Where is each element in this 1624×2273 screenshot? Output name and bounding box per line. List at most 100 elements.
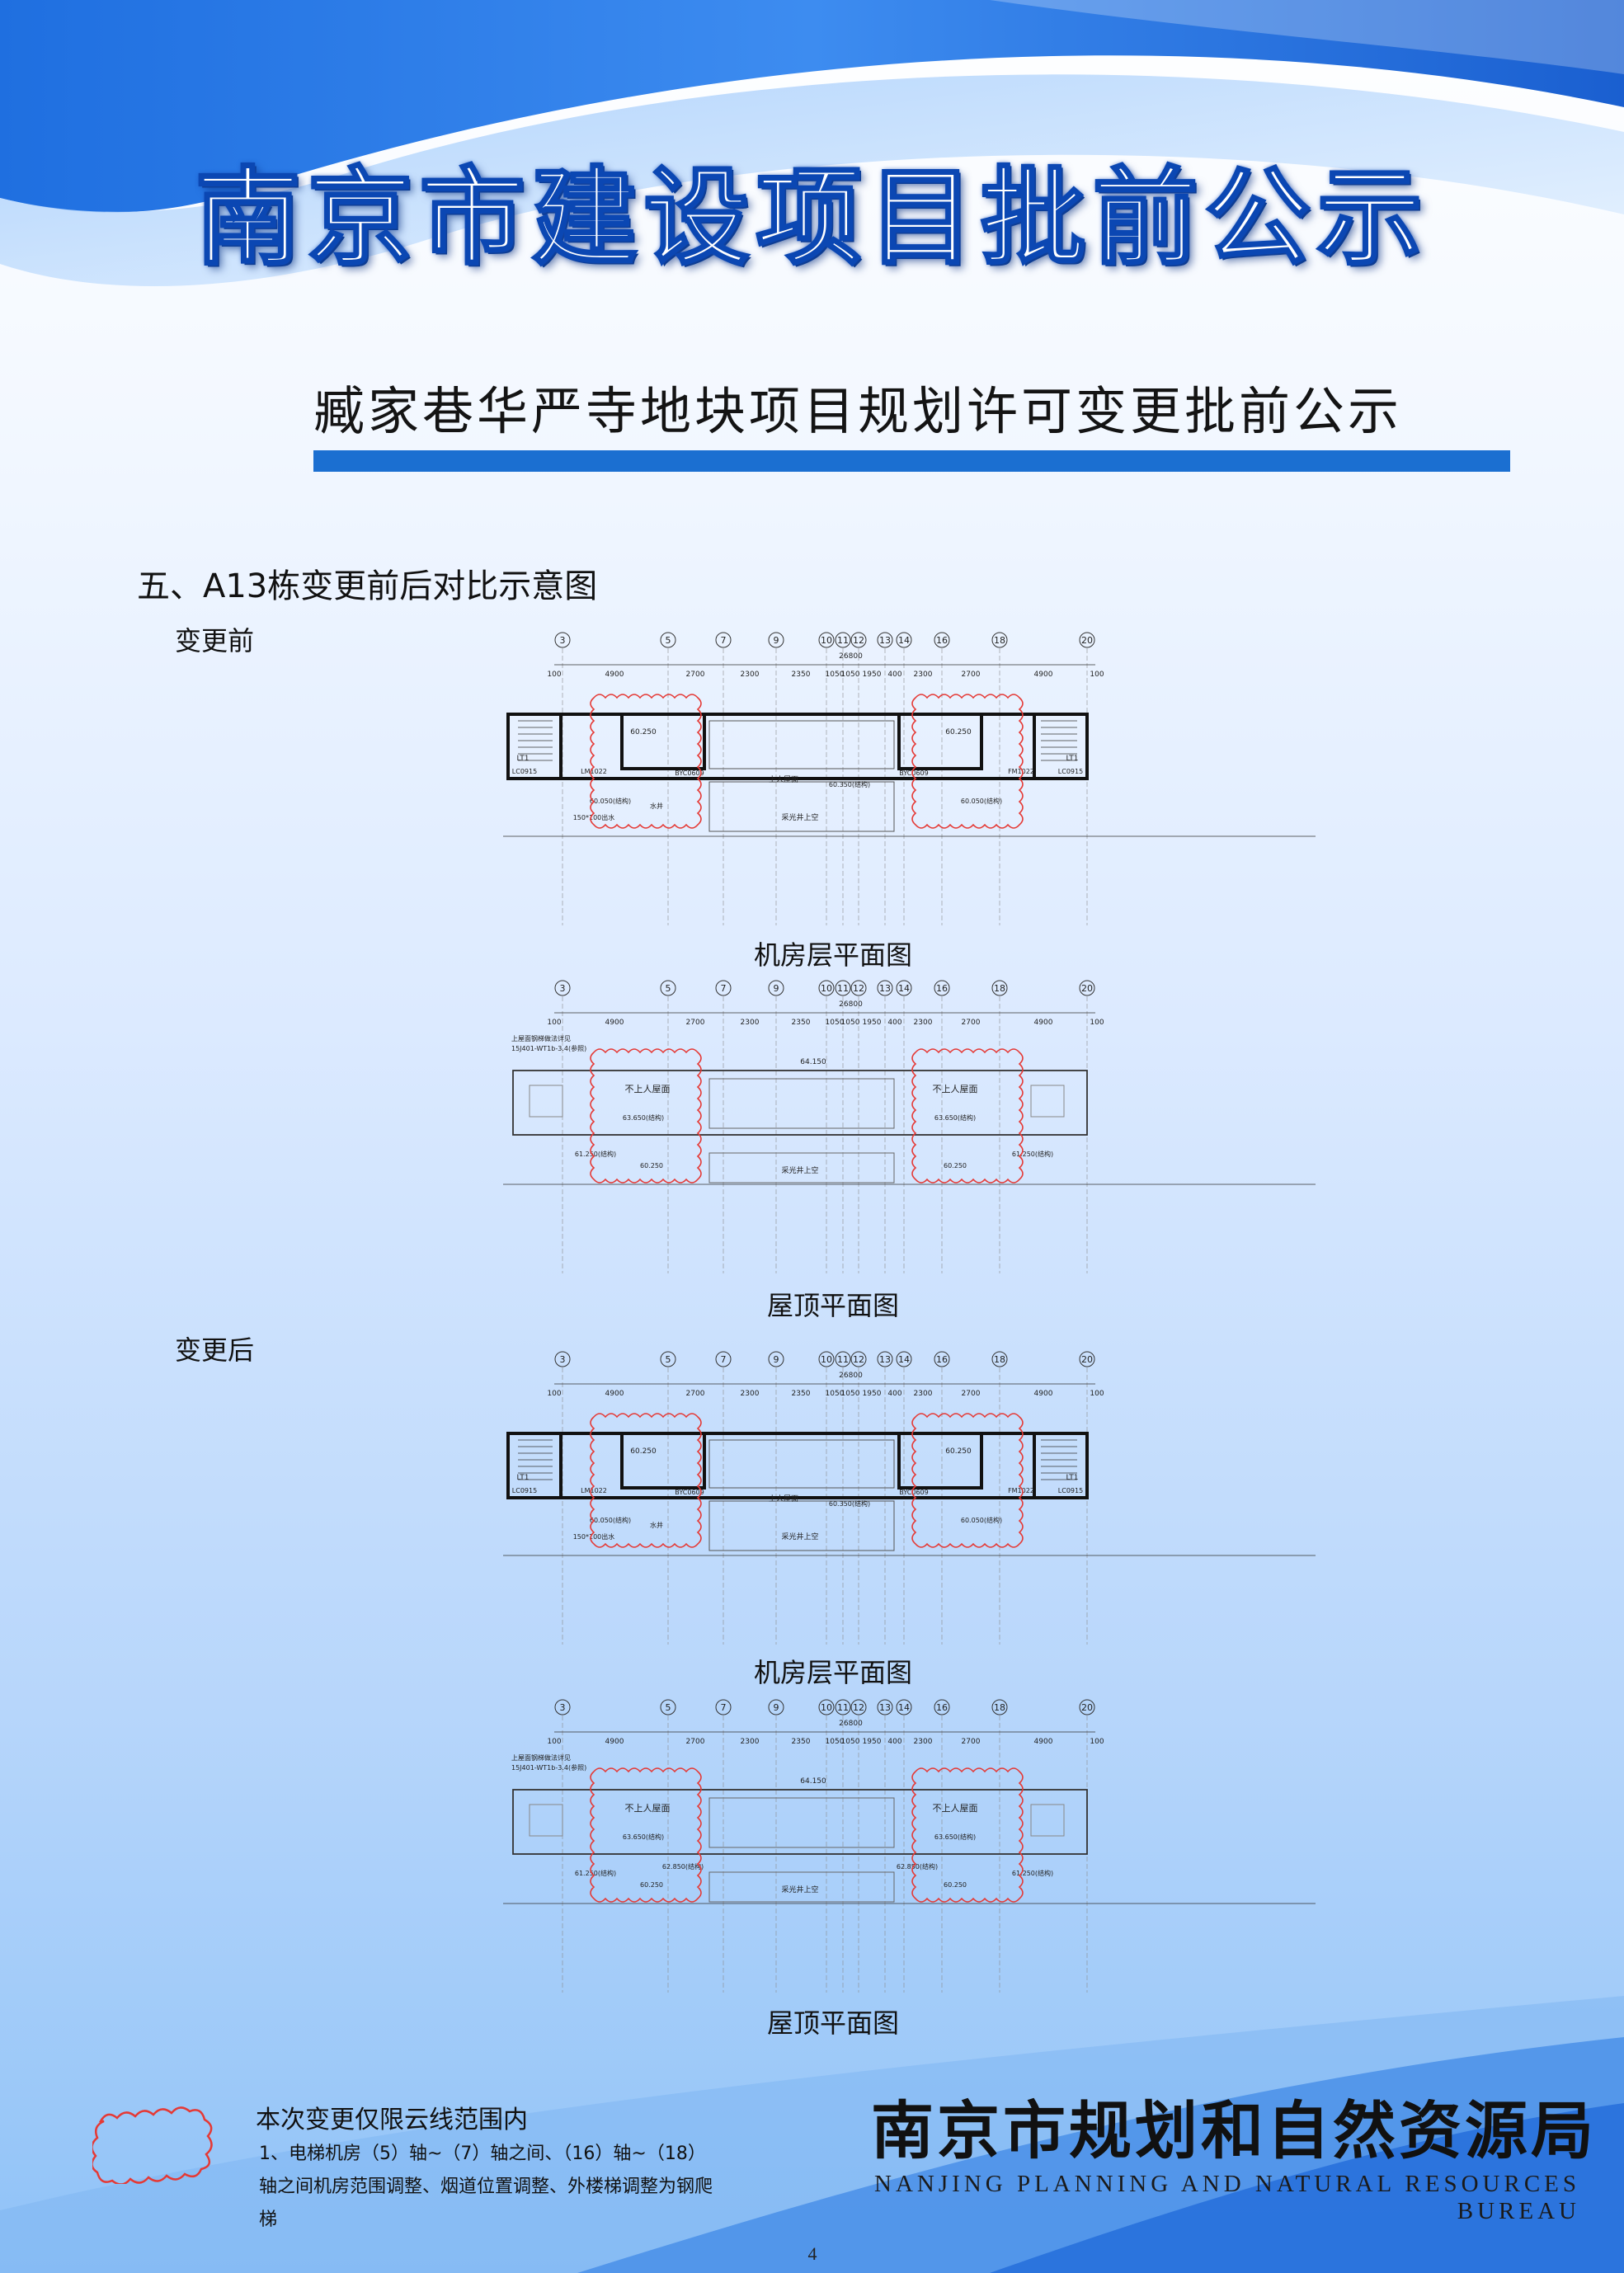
- axis-bubble: [818, 980, 835, 996]
- dimension-label: 2700: [686, 1738, 705, 1746]
- dimension-label: 2700: [686, 1390, 705, 1398]
- skylight-well: [708, 1152, 895, 1184]
- axis-bubble: [660, 1699, 676, 1715]
- revision-cloud: [911, 694, 1024, 829]
- dimension-label: 4900: [1034, 1019, 1053, 1027]
- axis-label: 14: [898, 1702, 910, 1713]
- window-tag: LC0915: [512, 1487, 537, 1494]
- dimension-label: 1050: [841, 1019, 860, 1027]
- axis-bubble: [554, 632, 571, 648]
- axis-label: 9: [774, 1702, 779, 1713]
- axis-bubble: [818, 1699, 835, 1715]
- axis-label: 20: [1081, 1702, 1093, 1713]
- axis-label: 20: [1081, 635, 1093, 646]
- axis-bubble: [934, 1351, 950, 1367]
- bureau-name-english: NANJING PLANNING AND NATURAL RESOURCES B…: [874, 2171, 1580, 2224]
- door-tag: LM1022: [581, 1487, 607, 1494]
- axis-label: 5: [666, 1702, 671, 1713]
- axis-label: 11: [837, 635, 849, 646]
- axis-bubble: [818, 632, 835, 648]
- axis-label: 18: [994, 635, 1005, 646]
- dimension-label: 1950: [863, 671, 882, 679]
- elevation-note: 63.650(结构): [934, 1833, 976, 1841]
- axis-label: 11: [837, 1354, 849, 1365]
- dimension-label: 100: [1090, 1738, 1104, 1746]
- axis-label: 12: [853, 1702, 864, 1713]
- stair-right: [1033, 1432, 1089, 1499]
- dimension-label: 2300: [741, 1390, 760, 1398]
- dimension-label: 4900: [605, 1738, 624, 1746]
- dimension-label: 1050: [826, 1738, 845, 1746]
- axis-label: 3: [560, 1354, 566, 1365]
- page-number: 4: [807, 2243, 817, 2264]
- axis-bubble: [660, 632, 676, 648]
- dimension-label: 100: [547, 1019, 561, 1027]
- footer-background: [0, 1996, 1624, 2273]
- bureau-name-chinese: 南京市规划和自然资源局: [871, 2094, 1597, 2167]
- dimension-label: 1050: [841, 1390, 860, 1398]
- axis-bubble: [850, 1351, 867, 1367]
- axis-bubble: [934, 632, 950, 648]
- elevation-note: 60.250: [945, 728, 972, 736]
- axis-label: 12: [853, 983, 864, 994]
- axis-label: 12: [853, 1354, 864, 1365]
- well-note: 水井: [650, 1521, 663, 1529]
- axis-bubble: [835, 632, 851, 648]
- dimension-label: 2700: [686, 671, 705, 679]
- axis-bubble: [991, 1351, 1008, 1367]
- elevation-note: 63.650(结构): [623, 1113, 664, 1122]
- dimension-label: 100: [547, 1738, 561, 1746]
- dimension-label: 2350: [792, 1390, 811, 1398]
- axis-label: 11: [837, 983, 849, 994]
- elevator-room-left: [620, 713, 706, 770]
- axis-bubble: [896, 632, 912, 648]
- roof-hatch: [529, 1804, 563, 1837]
- total-dimension: 26800: [839, 1720, 863, 1728]
- skylight-note: 采光井上空: [781, 1165, 818, 1175]
- axis-label: 13: [879, 635, 891, 646]
- elevation-note: 63.650(结构): [934, 1113, 976, 1122]
- axis-bubble: [877, 1699, 893, 1715]
- caption-before-roof: 屋顶平面图: [766, 1290, 899, 1321]
- drain-note: 150*100出水: [573, 813, 615, 821]
- axis-bubble: [991, 1699, 1008, 1715]
- subtitle-underline-bar: [313, 450, 1510, 472]
- axis-bubble: [1079, 980, 1095, 996]
- section-heading: 五、A13栋变更前后对比示意图: [137, 567, 598, 605]
- axis-label: 7: [721, 1354, 727, 1365]
- dimension-label: 1950: [863, 1019, 882, 1027]
- well-note: 水井: [650, 802, 663, 810]
- axis-label: 9: [774, 1354, 779, 1365]
- elevation-note: 60.050(结构): [590, 1516, 631, 1524]
- elevation-note: 60.250: [944, 1162, 967, 1169]
- dimension-label: 4900: [605, 1390, 624, 1398]
- legend-note: 1、电梯机房（5）轴~（7）轴之间、（16）轴~（18）轴之间机房范围调整、烟道…: [259, 2144, 713, 2230]
- revision-cloud: [590, 694, 702, 829]
- window-tag: LC0915: [512, 768, 537, 775]
- axis-label: 16: [936, 1702, 948, 1713]
- axis-bubble: [850, 980, 867, 996]
- door-tag: FM1022: [1008, 768, 1034, 775]
- dimension-label: 100: [1090, 671, 1104, 679]
- dimension-label: 4900: [1034, 1390, 1053, 1398]
- dimension-label: 1050: [826, 1390, 845, 1398]
- dimension-label: 1050: [826, 671, 845, 679]
- skylight-well: [708, 1871, 895, 1903]
- roof-note: 不上人屋面: [625, 1084, 671, 1094]
- axis-bubble: [934, 980, 950, 996]
- sub-title: 臧家巷华严寺地块项目规划许可变更批前公示: [313, 381, 1403, 441]
- dimension-label: 2300: [914, 1019, 933, 1027]
- dimension-label: 2700: [962, 1390, 981, 1398]
- axis-bubble: [768, 980, 784, 996]
- dimension-label: 100: [547, 671, 561, 679]
- axis-bubble: [554, 1351, 571, 1367]
- axis-label: 3: [560, 1702, 566, 1713]
- revision-cloud: [590, 1413, 702, 1548]
- axis-bubble: [877, 1351, 893, 1367]
- dimension-label: 2300: [741, 1738, 760, 1746]
- dimension-label: 1950: [863, 1738, 882, 1746]
- axis-bubble: [660, 1351, 676, 1367]
- roof-note: 不上人屋面: [625, 1803, 671, 1814]
